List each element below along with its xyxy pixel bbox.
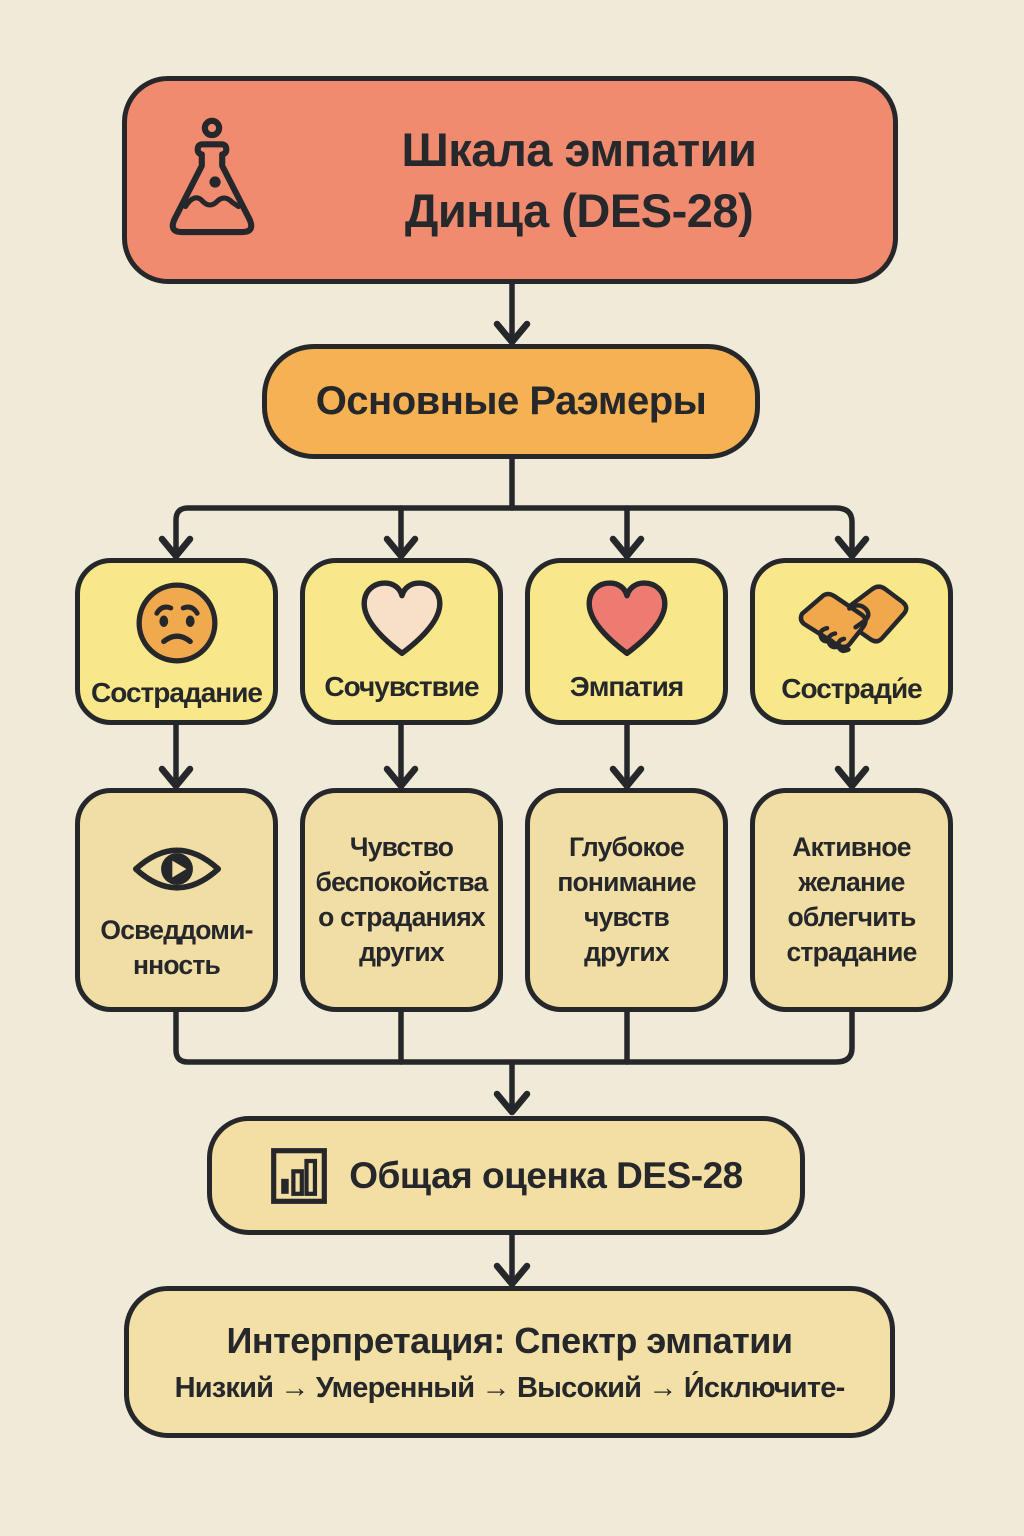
bar-chart-icon bbox=[271, 1147, 328, 1204]
dimension-label: Сострадание bbox=[91, 677, 263, 708]
interpretation-box: Интерпретация: Спектр эмпатии Низкий → У… bbox=[124, 1286, 895, 1438]
worried-face-icon bbox=[136, 582, 217, 664]
total-score-box: Общая оценка DES-28 bbox=[207, 1116, 805, 1235]
page-title: Шкала эмпатии Динца (DES-28) bbox=[401, 122, 757, 237]
description-text: Активное желание облегчить страдание bbox=[786, 832, 917, 967]
interpretation-title: Интерпретация: Спектр эмпатии bbox=[226, 1319, 793, 1361]
dimensions-header-box: Основные Раэмеры bbox=[262, 344, 760, 459]
dimension-label: Состради́е bbox=[781, 673, 922, 704]
handshake-icon bbox=[798, 584, 908, 654]
description-text: Чувство беспокойства о страданиях других bbox=[315, 832, 489, 967]
dimension-box-sympathy: Сочувствие bbox=[300, 558, 503, 725]
flask-icon bbox=[169, 117, 255, 236]
description-box-awareness: Осведдоми- нность bbox=[75, 788, 278, 1012]
description-text: Осведдоми- нность bbox=[100, 915, 253, 980]
dimensions-header-label: Основные Раэмеры bbox=[315, 379, 707, 423]
heart-filled-icon bbox=[586, 580, 667, 656]
eye-icon bbox=[132, 847, 221, 891]
dimension-box-compassion2: Состради́е bbox=[750, 558, 953, 725]
description-box-concern: Чувство беспокойства о страданиях других bbox=[300, 788, 503, 1012]
description-text: Глубокое понимание чувств других bbox=[557, 832, 696, 967]
description-box-desire: Активное желание облегчить страдание bbox=[750, 788, 953, 1012]
interpretation-scale: Низкий → Умеренный → Высокий → И́сключит… bbox=[174, 1371, 846, 1404]
dimension-box-empathy: Эмпатия bbox=[525, 558, 728, 725]
dimension-box-compassion: Сострадание bbox=[75, 558, 278, 725]
dimension-label: Эмпатия bbox=[569, 671, 684, 702]
description-box-understanding: Глубокое понимание чувств других bbox=[525, 788, 728, 1012]
heart-outline-icon bbox=[361, 580, 442, 656]
title-box: Шкала эмпатии Динца (DES-28) bbox=[122, 76, 898, 284]
total-score-label: Общая оценка DES-28 bbox=[349, 1154, 743, 1196]
dimension-label: Сочувствие bbox=[324, 671, 479, 702]
